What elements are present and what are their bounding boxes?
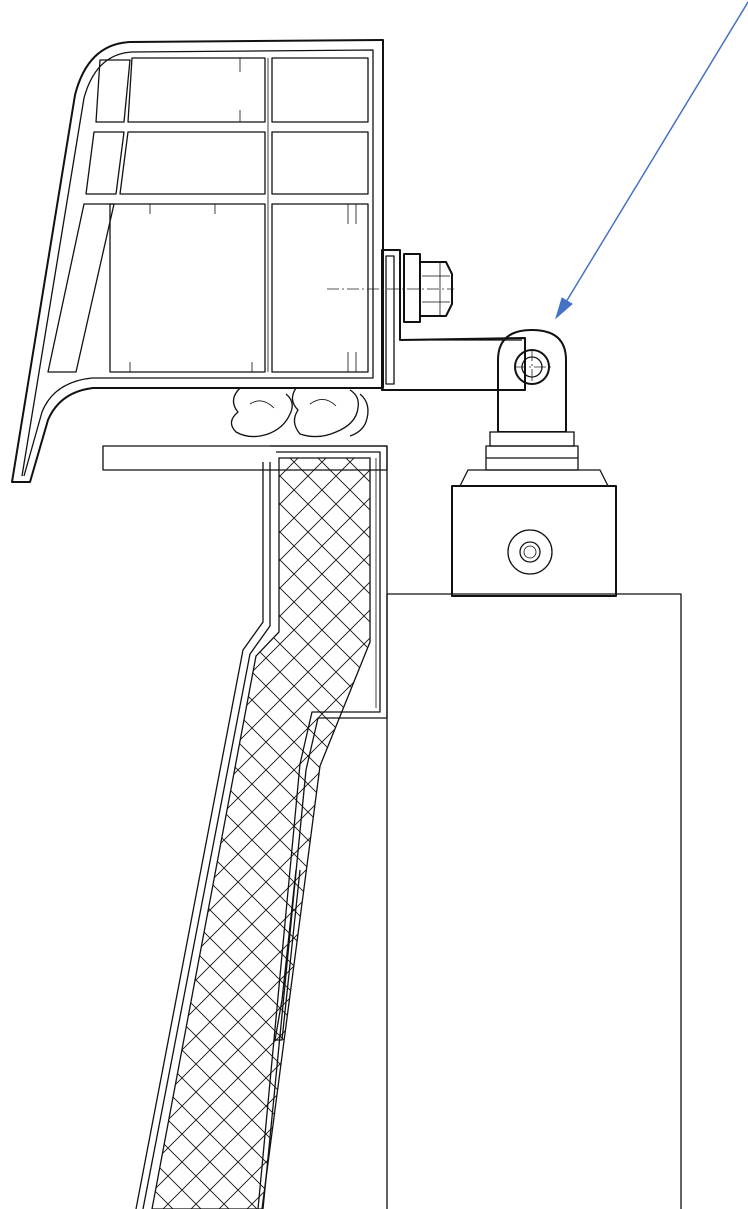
angle-bracket bbox=[381, 249, 526, 391]
pivot-eye bbox=[497, 329, 567, 433]
hex-bolt bbox=[327, 253, 454, 323]
foam-core bbox=[151, 457, 371, 1209]
window-frame-profile bbox=[11, 39, 384, 483]
annotation-arrow bbox=[555, 1, 748, 320]
gasket-seals bbox=[230, 387, 369, 438]
support-post bbox=[386, 593, 682, 1209]
insulated-panel bbox=[102, 445, 388, 1209]
actuator-body bbox=[451, 431, 617, 597]
